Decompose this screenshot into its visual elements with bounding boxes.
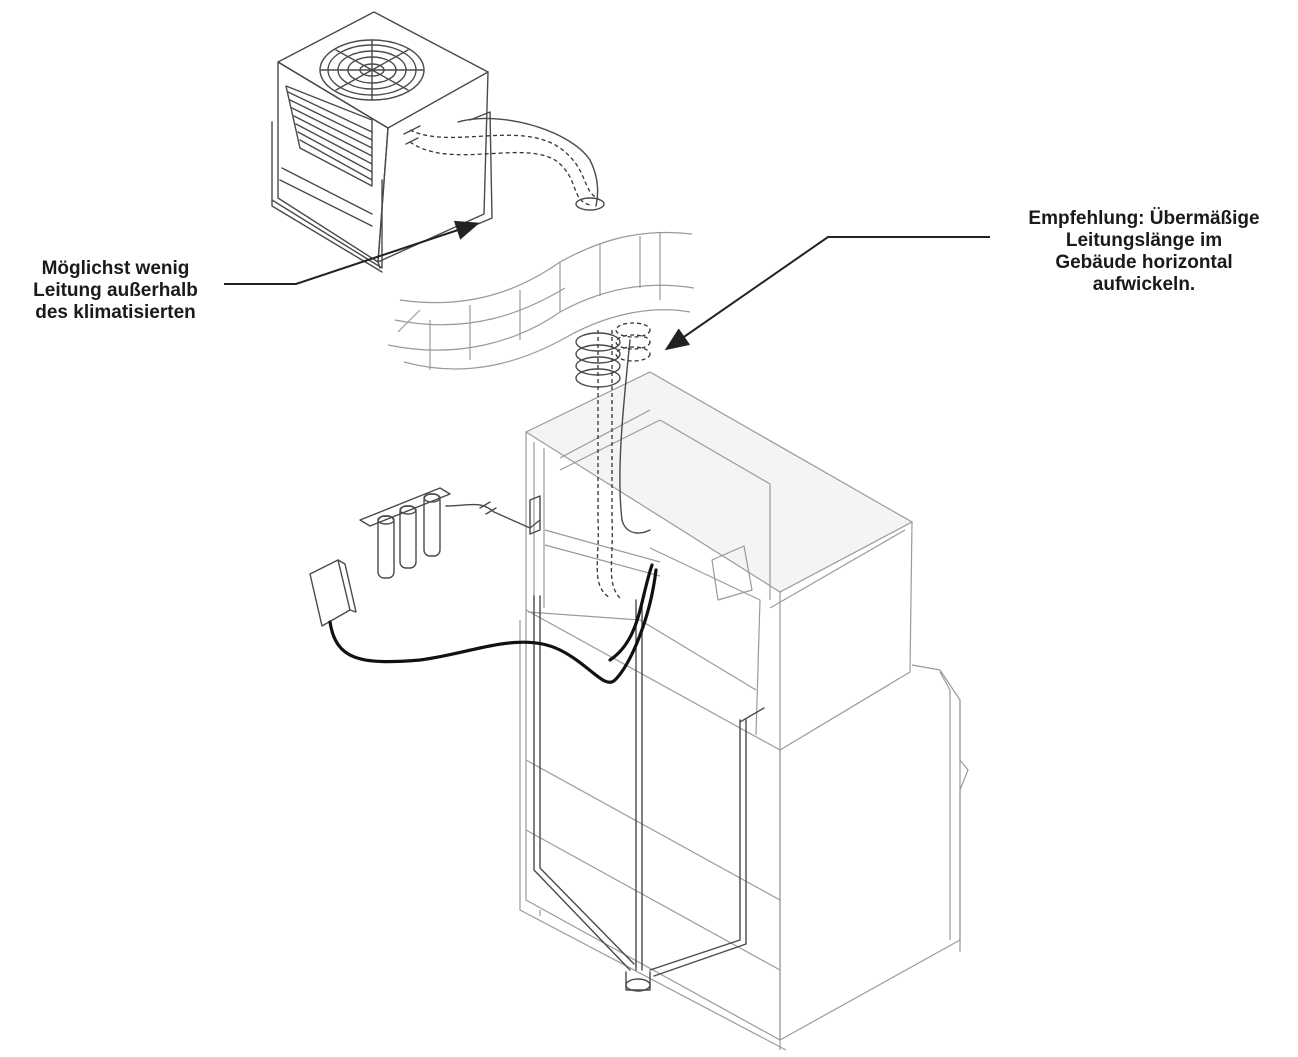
right-callout-pointer bbox=[664, 236, 990, 351]
left-callout-pointer bbox=[224, 220, 480, 285]
water-filters bbox=[359, 487, 541, 579]
louver-vents bbox=[285, 85, 373, 187]
left-callout-line-2: Leitung außerhalb bbox=[33, 280, 198, 301]
ice-machine bbox=[519, 371, 969, 1051]
right-callout-line-1: Empfehlung: Übermäßige bbox=[1028, 208, 1260, 229]
roof-structure bbox=[387, 231, 695, 370]
fan-icon bbox=[319, 39, 425, 101]
electrical-box bbox=[309, 559, 357, 627]
refrigerant-lines-outdoor bbox=[403, 117, 605, 211]
left-callout-line-3: des klimatisierten bbox=[35, 302, 196, 323]
right-callout: Empfehlung: Übermäßige Leitungslänge im … bbox=[994, 208, 1294, 296]
refrigerant-lines-indoor bbox=[596, 330, 654, 662]
right-callout-line-4: aufwickeln. bbox=[1092, 274, 1196, 295]
drain-lines bbox=[533, 595, 765, 992]
right-callout-line-2: Leitungslänge im bbox=[1065, 230, 1223, 251]
remote-condenser bbox=[271, 11, 605, 273]
power-cable bbox=[328, 568, 658, 684]
coil-icon bbox=[575, 322, 651, 388]
left-callout: Möglichst wenig Leitung außerhalb des kl… bbox=[8, 258, 223, 324]
right-callout-line-3: Gebäude horizontal bbox=[1055, 252, 1233, 273]
left-callout-line-1: Möglichst wenig bbox=[41, 258, 190, 279]
